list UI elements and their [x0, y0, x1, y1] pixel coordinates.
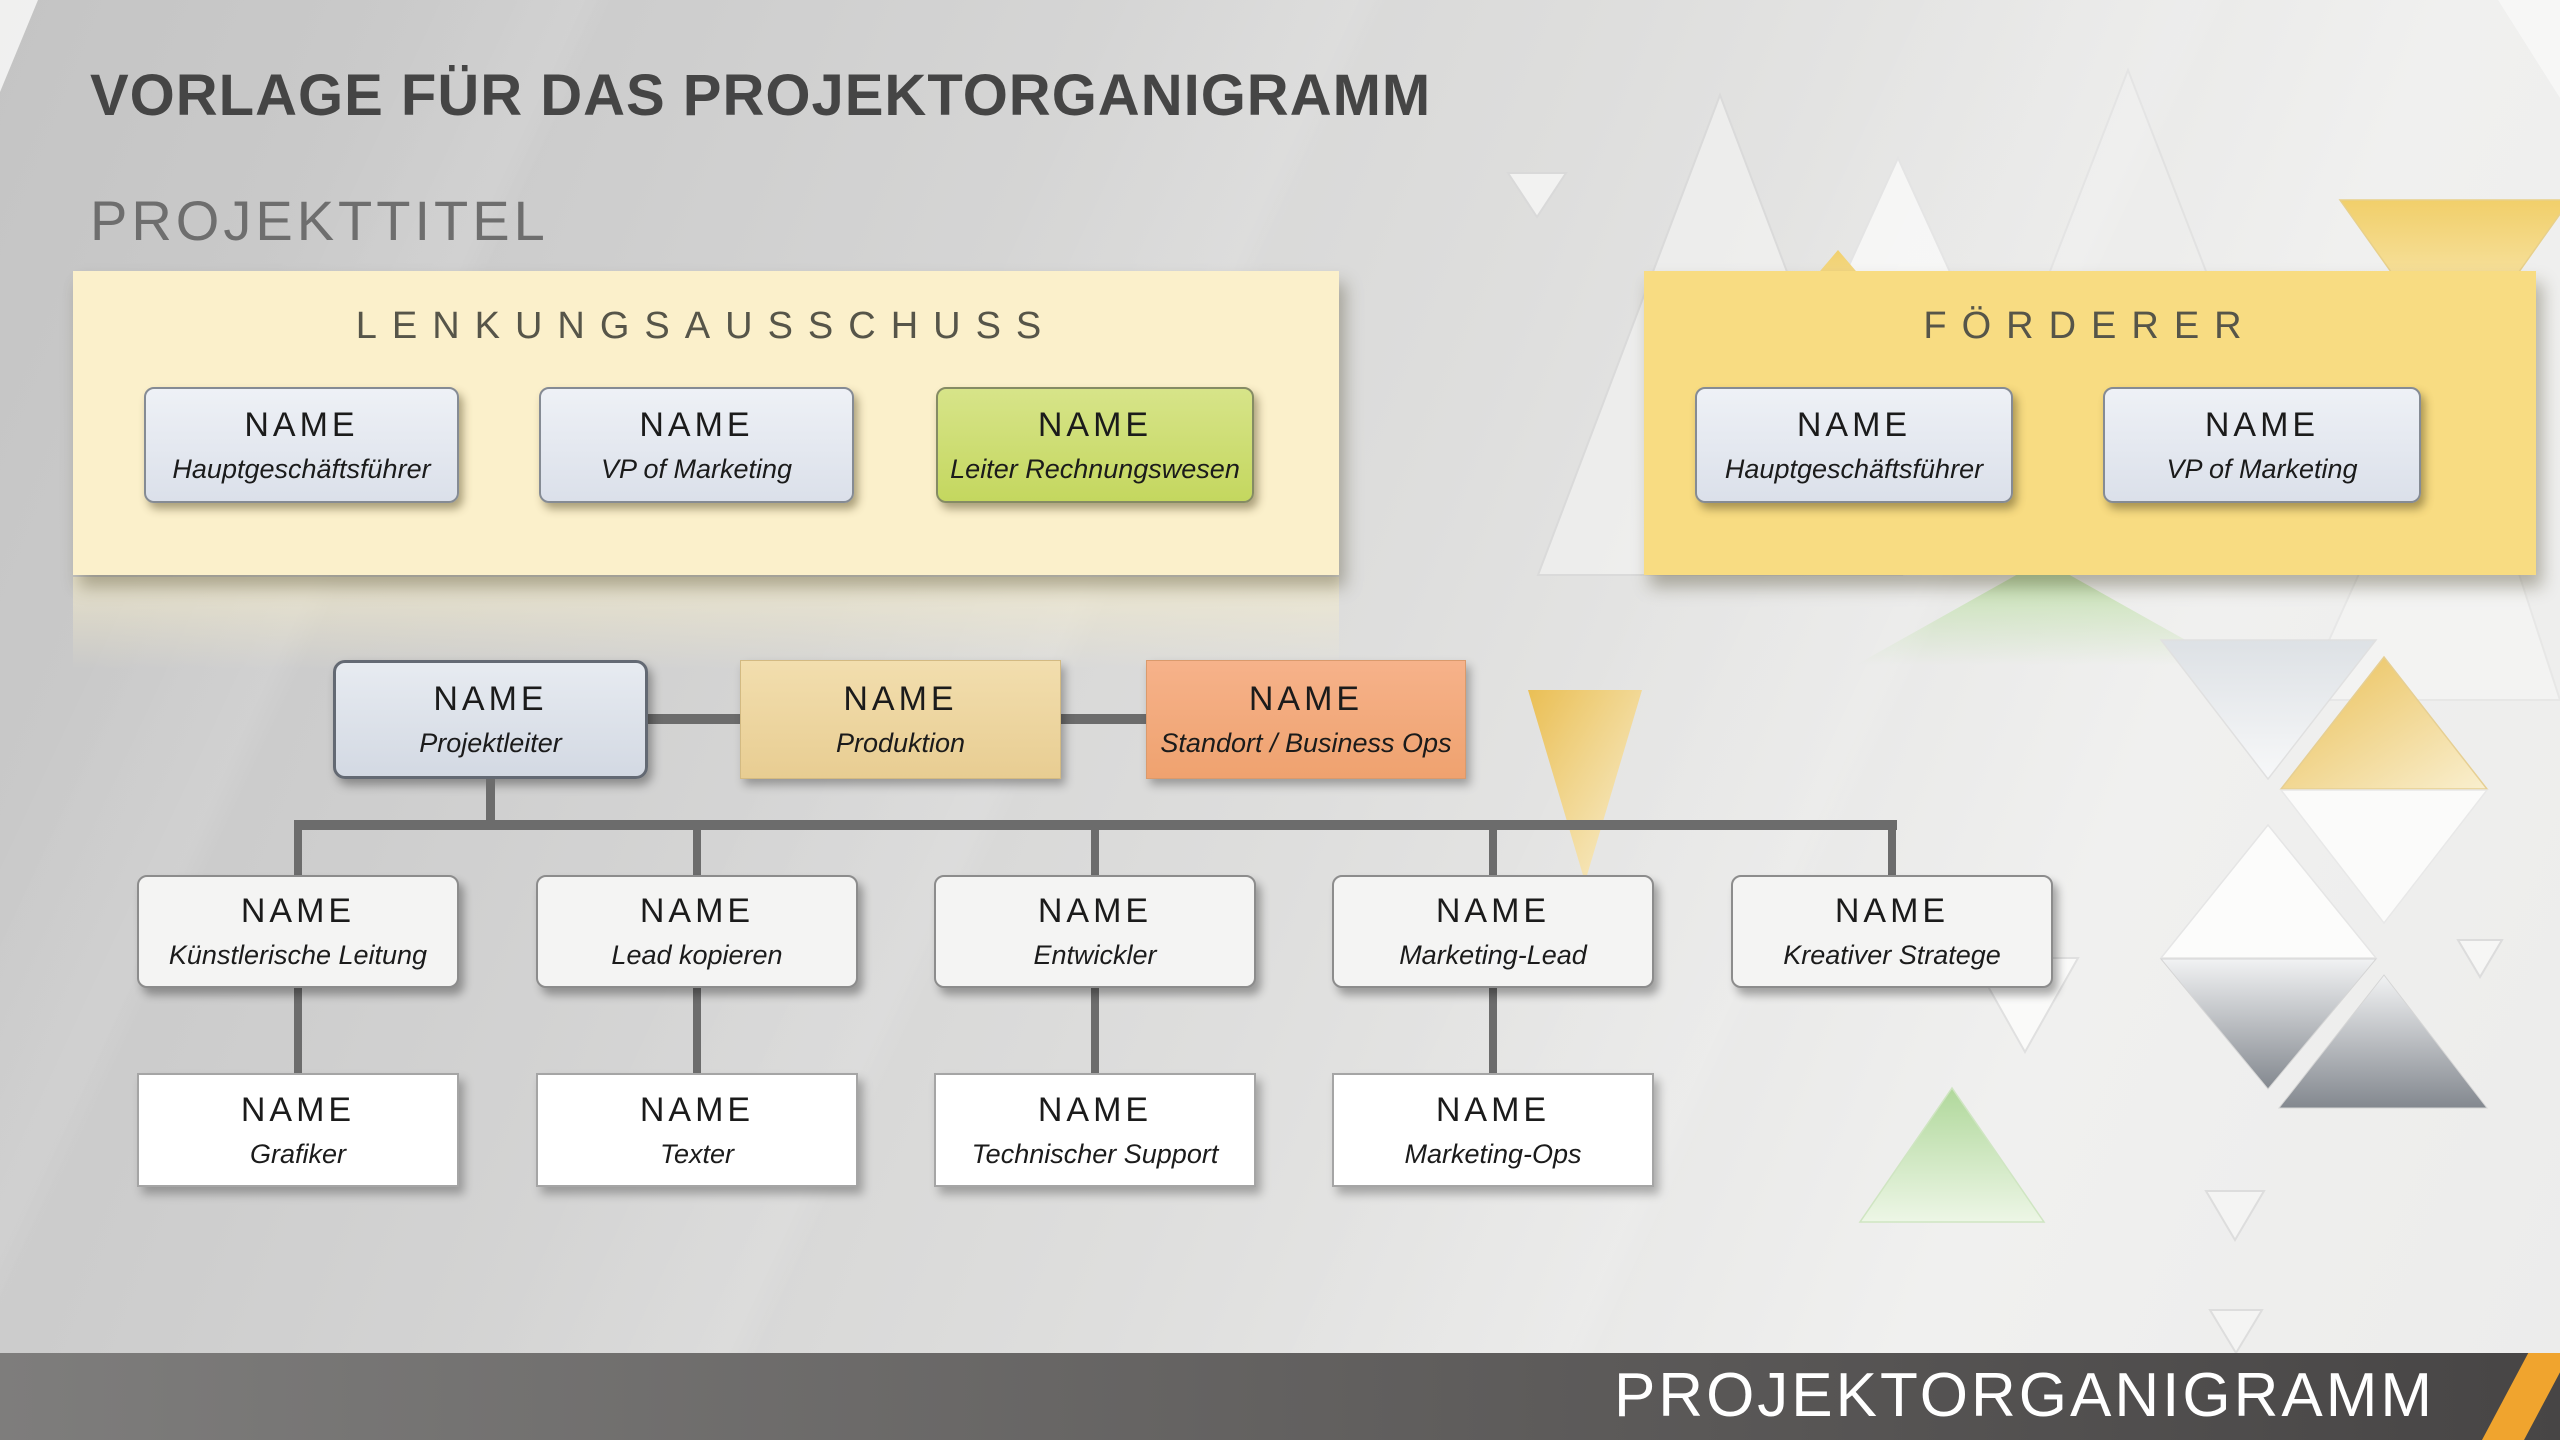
connector-drop-4 [1489, 828, 1497, 875]
card-sponsor-vp-of-marketing[interactable]: NAME VP of Marketing [2103, 387, 2421, 503]
card-role-label: Grafiker [249, 1138, 347, 1169]
card-entwickler[interactable]: NAME Entwickler [934, 875, 1256, 988]
card-name-label: NAME [2204, 405, 2320, 444]
connector-drop-1 [294, 828, 302, 875]
card-role-label: Produktion [835, 728, 966, 758]
card-role-label: Kreativer Stratege [1783, 940, 2001, 970]
steering-committee-title: LENKUNGSAUSSCHUSS [355, 305, 1057, 347]
card-role-label: VP of Marketing [2166, 453, 2358, 484]
connector-child-1 [294, 988, 302, 1073]
card-name-label: NAME [639, 892, 755, 930]
connector-drop-3 [1091, 828, 1099, 875]
card-role-label: Marketing-Ops [1404, 1138, 1582, 1169]
card-name-label: NAME [639, 1090, 755, 1129]
connector-projektleiter-down [486, 779, 495, 825]
connector-child-2 [693, 988, 701, 1073]
panel-reflection-decoration [73, 577, 1339, 669]
card-name-label: NAME [1435, 892, 1551, 930]
card-sponsor-hauptgeschaeftsfuehrer[interactable]: NAME Hauptgeschäftsführer [1695, 387, 2013, 503]
card-standort-business-ops[interactable]: NAME Standort / Business Ops [1146, 660, 1466, 779]
card-role-label: Technischer Support [971, 1138, 1219, 1169]
page-title: VORLAGE FÜR DAS PROJEKTORGANIGRAMM [90, 63, 1432, 128]
card-kuenstlerische-leitung[interactable]: NAME Künstlerische Leitung [137, 875, 459, 988]
connector-child-4 [1489, 988, 1497, 1073]
connector-child-3 [1091, 988, 1099, 1073]
project-title-placeholder[interactable]: PROJEKTTITEL [90, 189, 549, 252]
footer-title: PROJEKTORGANIGRAMM [1613, 1360, 2435, 1430]
card-texter[interactable]: NAME Texter [536, 1073, 858, 1187]
card-role-label: Hauptgeschäftsführer [1724, 453, 1984, 484]
card-name-label: NAME [843, 680, 958, 718]
connector-projektleiter-produktion [648, 714, 740, 724]
card-name-label: NAME [1435, 1090, 1551, 1129]
card-role-label: Entwickler [1033, 940, 1157, 970]
sponsor-title: FÖRDERER [1923, 305, 2257, 347]
card-role-label: Projektleiter [419, 728, 562, 758]
footer-bar: PROJEKTORGANIGRAMM [0, 1353, 2560, 1440]
card-name-label: NAME [1037, 892, 1153, 930]
card-role-label: Leiter Rechnungswesen [950, 453, 1240, 484]
connector-drop-5 [1888, 828, 1896, 875]
card-steering-leiter-rechnungswesen[interactable]: NAME Leiter Rechnungswesen [936, 387, 1254, 503]
card-name-label: NAME [244, 405, 359, 444]
connector-drop-2 [693, 828, 701, 875]
card-name-label: NAME [1037, 405, 1153, 444]
connector-bus-horizontal [294, 820, 1897, 830]
card-steering-vp-of-marketing[interactable]: NAME VP of Marketing [539, 387, 854, 503]
card-steering-hauptgeschaeftsfuehrer[interactable]: NAME Hauptgeschäftsführer [144, 387, 459, 503]
card-role-label: Hauptgeschäftsführer [172, 453, 431, 484]
card-role-label: Standort / Business Ops [1160, 728, 1452, 758]
card-grafiker[interactable]: NAME Grafiker [137, 1073, 459, 1187]
card-name-label: NAME [1248, 680, 1364, 718]
card-name-label: NAME [433, 680, 548, 718]
card-kreativer-stratege[interactable]: NAME Kreativer Stratege [1731, 875, 2053, 988]
card-lead-kopieren[interactable]: NAME Lead kopieren [536, 875, 858, 988]
card-role-label: Marketing-Lead [1399, 940, 1587, 970]
connector-produktion-standort [1061, 714, 1146, 724]
card-role-label: Künstlerische Leitung [168, 940, 428, 970]
card-name-label: NAME [240, 1090, 356, 1129]
card-produktion[interactable]: NAME Produktion [740, 660, 1061, 779]
card-role-label: Texter [659, 1138, 735, 1169]
card-name-label: NAME [1796, 405, 1912, 444]
card-marketing-ops[interactable]: NAME Marketing-Ops [1332, 1073, 1654, 1187]
card-name-label: NAME [1037, 1090, 1153, 1129]
card-role-label: Lead kopieren [611, 940, 783, 970]
footer-accent-stripe [2482, 1353, 2560, 1440]
card-projektleiter[interactable]: NAME Projektleiter [333, 660, 648, 779]
card-name-label: NAME [639, 405, 754, 444]
card-marketing-lead[interactable]: NAME Marketing-Lead [1332, 875, 1654, 988]
card-technischer-support[interactable]: NAME Technischer Support [934, 1073, 1256, 1187]
card-role-label: VP of Marketing [600, 453, 793, 484]
card-name-label: NAME [240, 892, 356, 930]
card-name-label: NAME [1834, 892, 1950, 930]
